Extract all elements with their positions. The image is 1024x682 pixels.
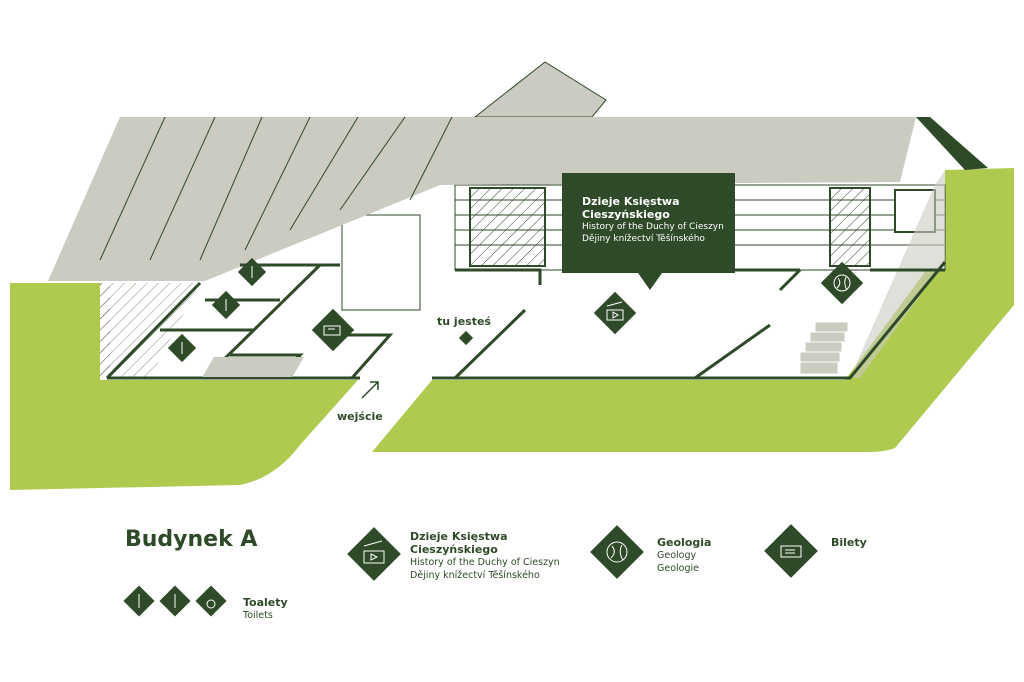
callout-title-2: Cieszyńskiego — [582, 208, 670, 221]
legend-title: Bilety — [831, 536, 867, 549]
legend-item-toilets: Toalety Toilets — [243, 596, 288, 622]
legend-en: History of the Duchy of Cieszyn — [410, 557, 560, 568]
legend-cz: Geologie — [657, 563, 699, 574]
pillar — [341, 214, 421, 311]
legend-cz: Dějiny knížectví Těšínského — [410, 570, 540, 581]
callout-title-1: Dzieje Księstwa — [582, 195, 680, 208]
legend-toilet-icon — [195, 585, 227, 617]
roof — [48, 117, 916, 281]
building-title: Budynek A — [125, 527, 258, 552]
right-wall — [850, 170, 945, 378]
legend-globe-icon — [590, 525, 644, 579]
door-left — [469, 187, 546, 267]
roof-dormer — [473, 61, 607, 118]
callout-pointer — [638, 273, 662, 290]
legend-item-tickets: Bilety — [831, 536, 867, 549]
door-right — [829, 187, 871, 267]
legend-en: Geology — [657, 550, 697, 561]
legend-title: Dzieje Księstwa — [410, 530, 508, 543]
grass-right — [372, 168, 1014, 452]
callout-en: History of the Duchy of Cieszyn — [582, 222, 724, 232]
legend-ticket-icon — [764, 524, 818, 578]
you-are-here-label: tu jesteś — [437, 315, 491, 328]
legend-en: Toilets — [243, 610, 273, 621]
legend-item-geology: Geologia Geology Geologie — [657, 536, 711, 575]
legend-item-history: Dzieje Księstwa Cieszyńskiego History of… — [410, 530, 560, 582]
mat — [202, 357, 304, 377]
legend-film-icon — [347, 527, 401, 581]
roof-edge — [916, 117, 988, 170]
grass-left — [10, 283, 358, 490]
legend-title: Toalety — [243, 596, 288, 609]
exhibit-callout[interactable]: Dzieje Księstwa Cieszyńskiego History of… — [562, 173, 735, 273]
entrance-label: wejście — [337, 410, 383, 423]
legend-title: Geologia — [657, 536, 712, 549]
you-are-here-marker — [458, 330, 474, 346]
ticket-icon — [311, 308, 355, 352]
legend-title: Cieszyńskiego — [410, 543, 498, 556]
left-wall — [100, 283, 110, 378]
entrance-arrow-icon — [361, 381, 379, 399]
floor-walls — [105, 261, 947, 380]
stairs — [799, 321, 849, 375]
callout-cz: Dějiny knížectví Těšínského — [582, 234, 705, 244]
